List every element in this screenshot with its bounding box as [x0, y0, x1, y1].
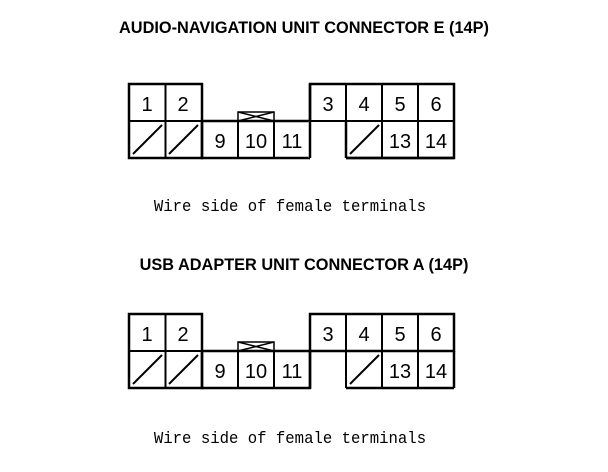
- terminal-13-label: 13: [389, 361, 411, 383]
- connector-diagram: 1 2 3 4 5 6 9 10 11 13 14: [127, 312, 456, 390]
- terminal-11-label: 11: [282, 131, 303, 153]
- connector-diagram: 1 2 3 4 5 6 9 10 11 13 14: [127, 82, 456, 160]
- terminal-14-label: 14: [425, 131, 447, 153]
- terminal-4-label: 4: [358, 94, 369, 116]
- terminal-5-label: 5: [394, 94, 405, 116]
- terminal-10-label: 10: [245, 131, 267, 153]
- connector-title: AUDIO-NAVIGATION UNIT CONNECTOR E (14P): [119, 18, 489, 37]
- connector-caption: Wire side of female terminals: [153, 198, 427, 217]
- terminal-10-label: 10: [245, 361, 267, 383]
- terminal-13-label: 13: [389, 131, 411, 153]
- terminal-5-label: 5: [394, 324, 405, 346]
- terminal-14-label: 14: [425, 361, 447, 383]
- terminal-4-label: 4: [358, 324, 369, 346]
- terminal-3-label: 3: [322, 324, 333, 346]
- connector-caption: Wire side of female terminals: [153, 430, 427, 449]
- terminal-9-label: 9: [214, 361, 225, 383]
- terminal-2-label: 2: [177, 94, 188, 116]
- terminal-9-label: 9: [214, 131, 225, 153]
- terminal-1-label: 1: [141, 324, 152, 346]
- terminal-3-label: 3: [322, 94, 333, 116]
- connector-title: USB ADAPTER UNIT CONNECTOR A (14P): [139, 255, 469, 274]
- terminal-1-label: 1: [141, 94, 152, 116]
- terminal-11-label: 11: [282, 361, 303, 383]
- terminal-6-label: 6: [430, 94, 441, 116]
- terminal-2-label: 2: [177, 324, 188, 346]
- terminal-6-label: 6: [430, 324, 441, 346]
